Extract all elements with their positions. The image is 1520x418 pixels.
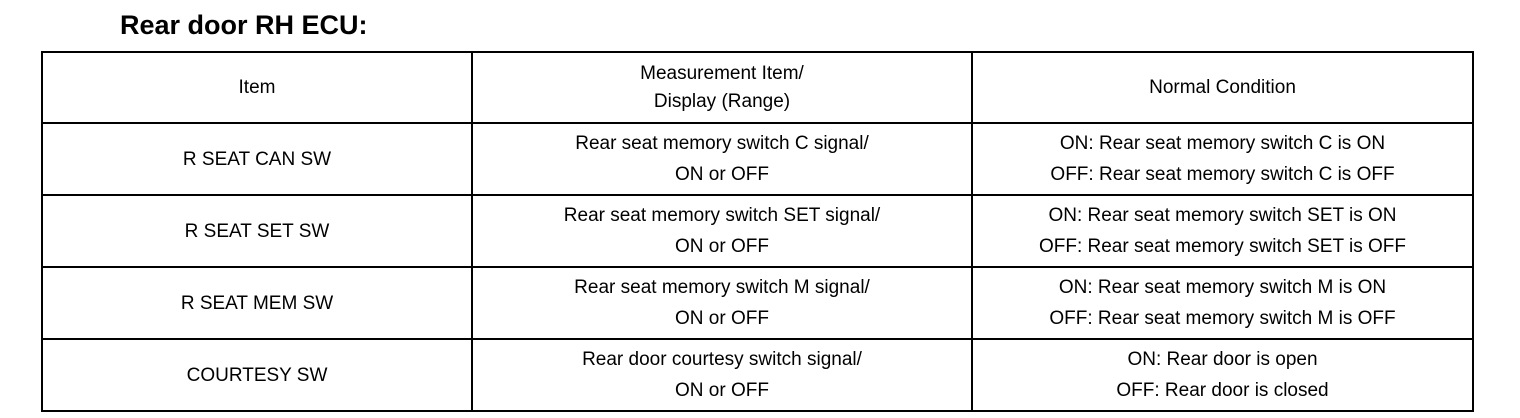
normal-condition-line1: ON: Rear seat memory switch C is ON — [1059, 133, 1386, 154]
item-name: R SEAT CAN SW — [182, 148, 332, 170]
cell-item: R SEAT MEM SW — [41, 266, 473, 340]
cell-normal-condition: ON: Rear seat memory switch SET is ON OF… — [971, 194, 1474, 268]
table-row: R SEAT CAN SW Rear seat memory switch C … — [41, 122, 1474, 196]
header-measurement: Measurement Item/ Display (Range) — [471, 51, 973, 124]
item-name: R SEAT SET SW — [184, 220, 330, 242]
table-row: COURTESY SW Rear door courtesy switch si… — [41, 338, 1474, 412]
normal-condition-line2: OFF: Rear seat memory switch M is OFF — [1049, 308, 1396, 329]
normal-condition-line2: OFF: Rear door is closed — [1116, 380, 1329, 401]
header-normal-condition-label: Normal Condition — [1149, 76, 1296, 98]
cell-measurement: Rear seat memory switch M signal/ ON or … — [471, 266, 973, 340]
measurement-line2: ON or OFF — [675, 164, 769, 185]
cell-measurement: Rear seat memory switch C signal/ ON or … — [471, 122, 973, 196]
item-name: COURTESY SW — [186, 364, 328, 386]
cell-measurement: Rear seat memory switch SET signal/ ON o… — [471, 194, 973, 268]
page-title: Rear door RH ECU: — [120, 10, 368, 40]
header-item: Item — [41, 51, 473, 124]
header-normal-condition: Normal Condition — [971, 51, 1474, 124]
normal-condition-line1: ON: Rear seat memory switch M is ON — [1058, 277, 1387, 298]
item-name: R SEAT MEM SW — [180, 292, 334, 314]
table-row: R SEAT MEM SW Rear seat memory switch M … — [41, 266, 1474, 340]
table-row: R SEAT SET SW Rear seat memory switch SE… — [41, 194, 1474, 268]
cell-item: COURTESY SW — [41, 338, 473, 412]
header-measurement-line1: Measurement Item/ — [640, 62, 804, 84]
data-list-table: Item Measurement Item/ Display (Range) N… — [41, 51, 1474, 412]
normal-condition-line2: OFF: Rear seat memory switch C is OFF — [1050, 164, 1395, 185]
header-item-label: Item — [238, 76, 276, 98]
cell-item: R SEAT CAN SW — [41, 122, 473, 196]
normal-condition-line1: ON: Rear seat memory switch SET is ON — [1048, 205, 1397, 226]
measurement-line1: Rear seat memory switch C signal/ — [575, 133, 869, 154]
measurement-line1: Rear seat memory switch M signal/ — [574, 277, 870, 298]
cell-item: R SEAT SET SW — [41, 194, 473, 268]
cell-normal-condition: ON: Rear seat memory switch M is ON OFF:… — [971, 266, 1474, 340]
measurement-line2: ON or OFF — [675, 308, 769, 329]
cell-normal-condition: ON: Rear seat memory switch C is ON OFF:… — [971, 122, 1474, 196]
normal-condition-line1: ON: Rear door is open — [1127, 349, 1318, 370]
normal-condition-line2: OFF: Rear seat memory switch SET is OFF — [1038, 236, 1407, 257]
header-measurement-line2: Display (Range) — [653, 90, 791, 112]
measurement-line2: ON or OFF — [675, 380, 769, 401]
table-header-row: Item Measurement Item/ Display (Range) N… — [41, 51, 1474, 124]
measurement-line1: Rear seat memory switch SET signal/ — [563, 205, 881, 226]
measurement-line2: ON or OFF — [675, 236, 769, 257]
cell-normal-condition: ON: Rear door is open OFF: Rear door is … — [971, 338, 1474, 412]
measurement-line1: Rear door courtesy switch signal/ — [582, 349, 862, 370]
cell-measurement: Rear door courtesy switch signal/ ON or … — [471, 338, 973, 412]
